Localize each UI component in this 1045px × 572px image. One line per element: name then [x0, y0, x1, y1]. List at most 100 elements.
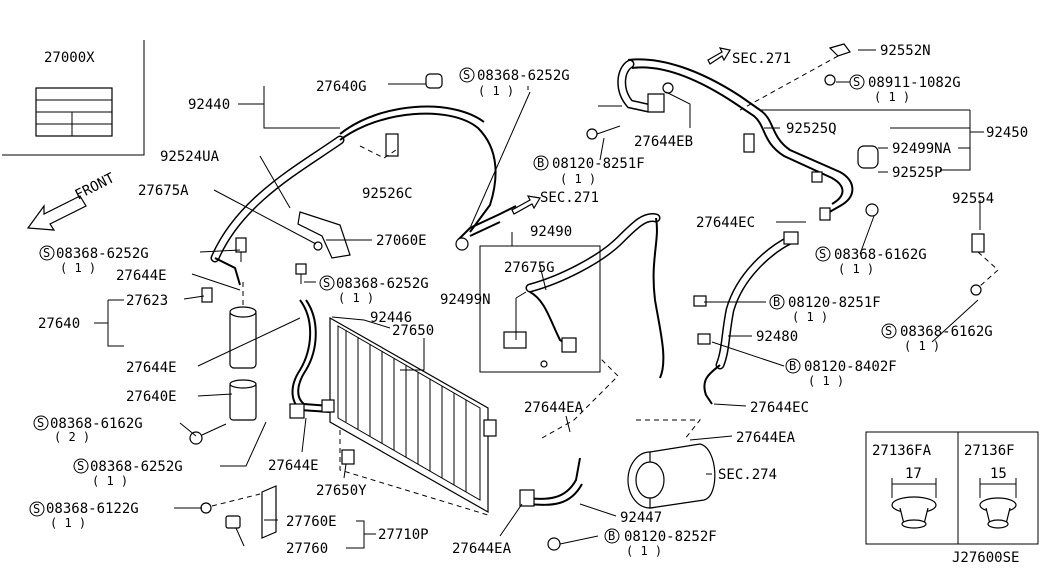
qty-08368-6122g: ( 1 ) [50, 516, 86, 530]
part-27650y [341, 449, 355, 465]
svg-text:B: B [789, 359, 796, 373]
bracket-92554 [970, 233, 999, 296]
label-27060e: 27060E [376, 233, 427, 249]
label-08368-6122g: 08368-6122G [46, 501, 139, 517]
pipe-center-upper [455, 91, 541, 251]
qty-08120-8402f: ( 1 ) [808, 374, 844, 388]
qty-08120-8251f-mid: ( 1 ) [792, 310, 828, 324]
bracket-27640e [229, 379, 257, 421]
svg-text:B: B [773, 295, 780, 309]
label-27650: 27650 [392, 323, 434, 339]
inset-left-size: 17 [905, 466, 922, 482]
label-27644ea-a: 27644EA [524, 400, 584, 416]
bolt-mid-upper [295, 263, 307, 284]
label-08120-8251f-mid: 08120-8251F [788, 295, 881, 311]
condenser-27650 [321, 316, 497, 514]
svg-text:S: S [77, 459, 84, 473]
front-arrow-icon: FRONT [26, 170, 118, 231]
label-92554: 92554 [952, 191, 994, 207]
qty-08368-6162g-right: ( 1 ) [904, 339, 940, 353]
label-27710p: 27710P [378, 527, 429, 543]
label-08368-6252g-left: 08368-6252G [56, 246, 149, 262]
label-27644e-b: 27644E [126, 360, 177, 376]
qty-08368-6252g-low: ( 1 ) [92, 474, 128, 488]
label-08120-8402f: 08120-8402F [804, 359, 897, 375]
part-labels: 92440 27640G 08368-6252G ( 1 ) 92524UA 9… [38, 43, 1028, 558]
label-92499na: 92499NA [892, 141, 952, 157]
label-08368-6252g-low: 08368-6252G [90, 459, 183, 475]
clamp-27640g [425, 73, 443, 89]
clip-27136f-icon [979, 497, 1017, 529]
pipe-92446 [289, 299, 331, 419]
qty-08368-6162g-left: ( 2 ) [54, 430, 90, 444]
label-92440: 92440 [188, 97, 230, 113]
inset-left-part-number: 27136FA [872, 443, 932, 459]
label-27644ec-a: 27644EC [696, 215, 755, 231]
screw-right-mid [865, 203, 879, 217]
label-08120-8252f: 08120-8252F [624, 529, 717, 545]
label-27640: 27640 [38, 316, 80, 332]
label-92524ua: 92524UA [160, 149, 220, 165]
label-92552n: 92552N [880, 43, 931, 59]
svg-text:B: B [608, 529, 615, 543]
bracket-92526c [359, 133, 399, 159]
leader-lines [94, 49, 984, 549]
qty-08368-6252g-mid: ( 1 ) [338, 291, 374, 305]
label-box-part-number: 27000X [44, 50, 95, 66]
label-92450: 92450 [986, 125, 1028, 141]
label-27675a: 27675A [138, 183, 189, 199]
label-27650y: 27650Y [316, 483, 367, 499]
svg-text:S: S [463, 68, 470, 82]
label-sec271-b: SEC.271 [540, 190, 599, 206]
label-92490: 92490 [530, 224, 572, 240]
inset-right-part-number: 27136F [964, 443, 1015, 459]
hose-92480 [693, 231, 799, 405]
qty-08368-6252g-top: ( 1 ) [478, 84, 514, 98]
label-27644ea-c: 27644EA [452, 541, 512, 557]
label-92525q: 92525Q [786, 121, 837, 137]
label-08120-8251f-top: 08120-8251F [552, 156, 645, 172]
svg-text:S: S [323, 276, 330, 290]
label-27640e: 27640E [126, 389, 177, 405]
label-08368-6162g-mid: 08368-6162G [834, 247, 927, 263]
inset-right-size: 15 [990, 466, 1007, 482]
bolt-right-upper [586, 125, 621, 140]
inset-clip-box: 27136FA 27136F 17 15 [865, 431, 1039, 545]
qty-08120-8251f-top: ( 1 ) [560, 172, 596, 186]
pipe-92440 [210, 105, 497, 286]
label-92526c: 92526C [362, 186, 413, 202]
label-08368-6162g-left: 08368-6162G [50, 416, 143, 432]
label-sec271-a: SEC.271 [732, 51, 791, 67]
label-08911-1082g: 08911-1082G [868, 75, 961, 91]
label-box-27000x: 27000X [2, 40, 145, 156]
label-27760e: 27760E [286, 514, 337, 530]
screw-08911 [824, 74, 836, 86]
group-box-92490 [479, 245, 601, 373]
svg-text:S: S [885, 324, 892, 338]
label-92480: 92480 [756, 329, 798, 345]
sheet-code: J27600SE [952, 550, 1019, 566]
label-27675g: 27675G [504, 260, 555, 276]
label-92525p: 92525P [892, 165, 943, 181]
label-27644ec-b: 27644EC [750, 400, 809, 416]
svg-text:B: B [537, 156, 544, 170]
pipe-92450 [617, 47, 879, 221]
label-27644eb: 27644EB [634, 134, 693, 150]
screw-left-lower [189, 423, 227, 445]
label-92446: 92446 [370, 310, 412, 326]
dashed-leader-condenser [339, 430, 489, 516]
svg-text:S: S [33, 502, 40, 516]
label-27640g: 27640G [316, 79, 367, 95]
svg-text:S: S [853, 75, 860, 89]
hose-92490 [503, 213, 665, 379]
svg-text:S: S [819, 247, 826, 261]
qty-08911-1082g: ( 1 ) [874, 90, 910, 104]
receiver-drier-27640 [201, 282, 257, 369]
bracket-27710p [200, 485, 277, 539]
label-27623: 27623 [126, 293, 168, 309]
clip-27136fa-icon [891, 496, 937, 529]
label-sec274: SEC.274 [718, 467, 777, 483]
svg-text:S: S [43, 246, 50, 260]
label-92499n: 92499N [440, 292, 491, 308]
